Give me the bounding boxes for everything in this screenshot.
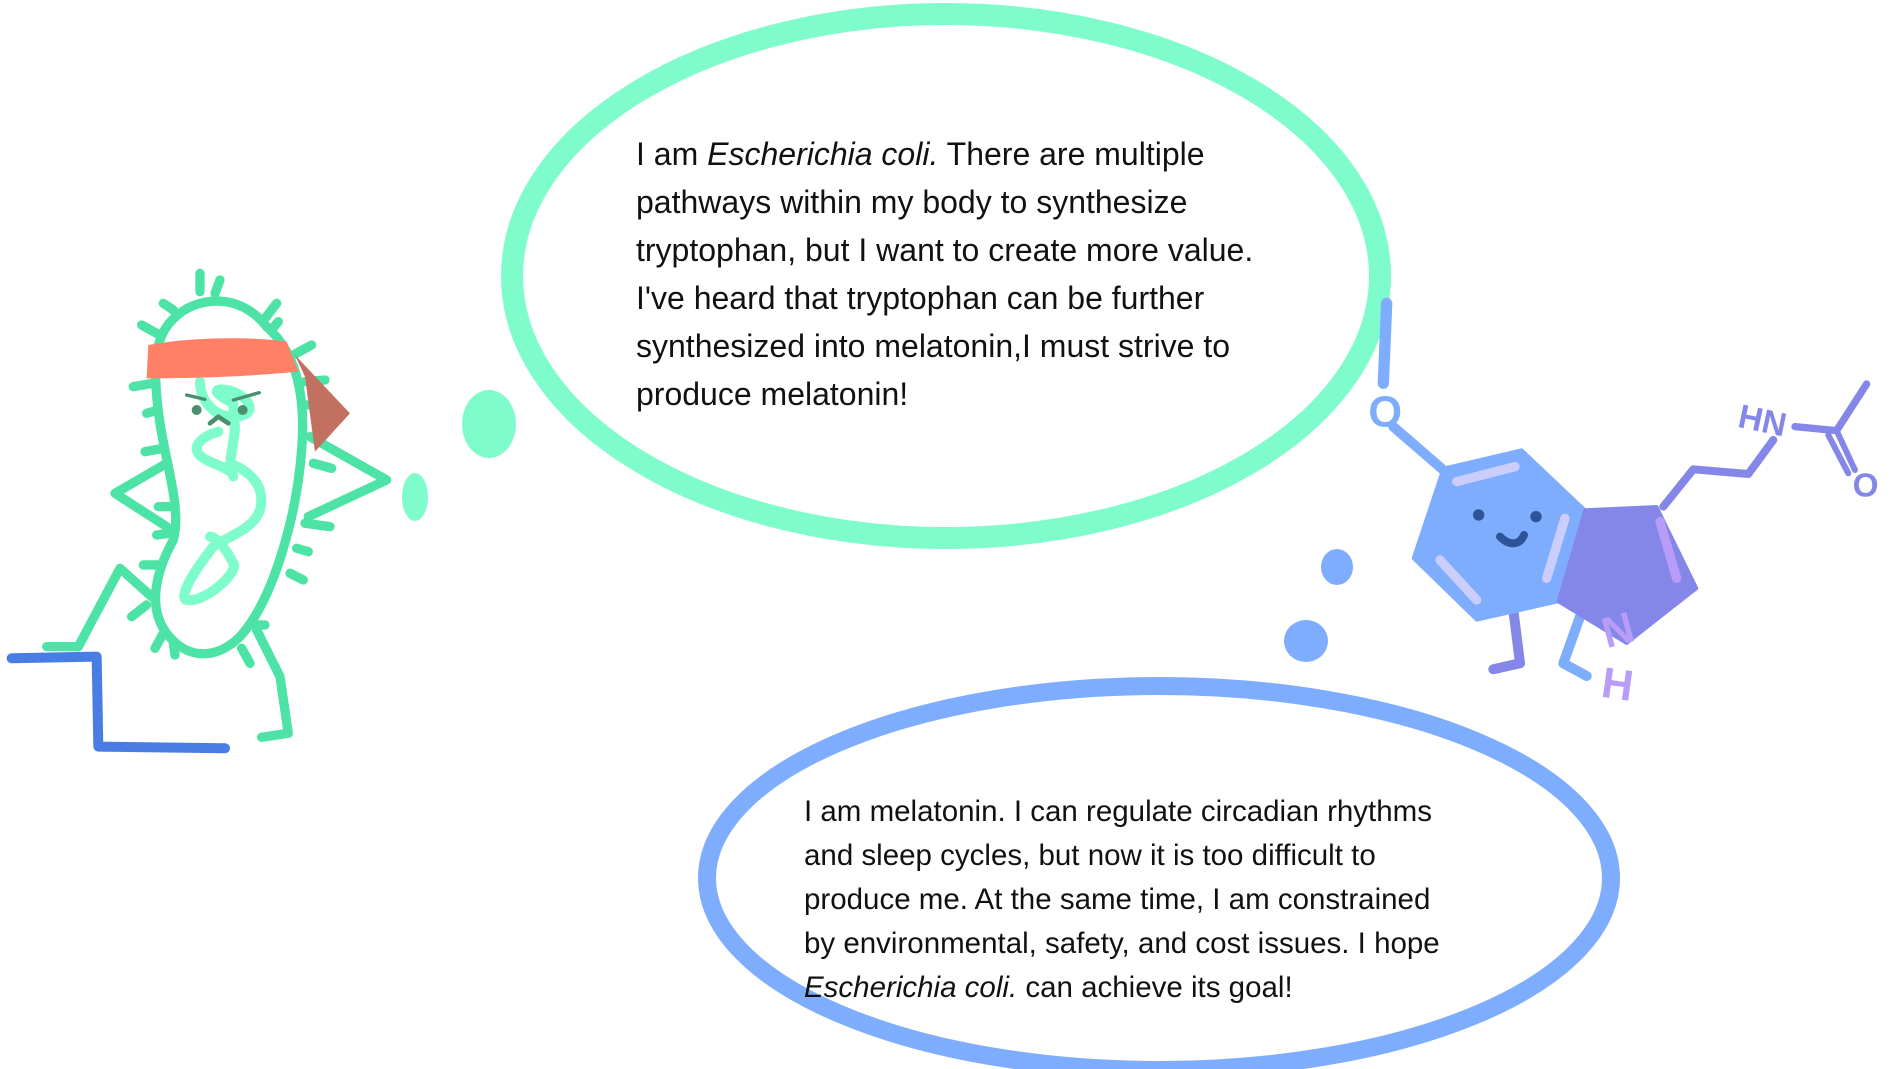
melatonin-speech-text: I am melatonin. I can regulate circadian…	[804, 790, 1440, 1010]
amide-hn-label: HN	[1735, 398, 1790, 444]
carbonyl-o-label: O	[1853, 468, 1879, 505]
melatonin-thought-dot-large	[1284, 620, 1328, 662]
left-arm	[110, 458, 172, 532]
speech-line: I am melatonin. I can regulate circadian…	[804, 795, 1432, 828]
melatonin-thought-bubble	[698, 677, 1620, 1069]
ecoli-thought-dot-large	[462, 390, 516, 458]
ring-h-label: H	[1599, 659, 1637, 711]
left-eyebrow	[184, 393, 207, 401]
ecoli-thought-bubble	[501, 3, 1391, 549]
speech-line: and sleep cycles, but now it is too diff…	[804, 839, 1376, 872]
text: There are multiple	[938, 136, 1205, 172]
ecoli-dna-squiggle	[179, 376, 267, 605]
ecoli-speech-text: I am Escherichia coli. There are multipl…	[636, 130, 1253, 418]
left-eye	[1472, 509, 1485, 521]
smile	[1495, 530, 1528, 548]
left-leg	[41, 563, 157, 652]
species-name: Escherichia coli.	[804, 971, 1018, 1004]
headband	[146, 338, 299, 379]
left-eye	[191, 404, 202, 415]
speech-line: I've heard that tryptophan can be furthe…	[636, 280, 1205, 316]
speech-line: produce me. At the same time, I am const…	[804, 883, 1431, 916]
right-leg	[1558, 611, 1592, 681]
step-icon	[6, 651, 230, 754]
methoxy-o-label: O	[1368, 389, 1402, 437]
speech-line: pathways within my body to synthesize	[636, 184, 1188, 220]
melatonin-thought-dot-small	[1321, 549, 1353, 585]
mouth	[207, 414, 231, 426]
speech-line: synthesized into melatonin,I must strive…	[636, 328, 1231, 364]
speech-line: produce melatonin!	[636, 376, 909, 412]
species-name: Escherichia coli.	[707, 136, 939, 172]
speech-line: tryptophan, but I want to create more va…	[636, 232, 1254, 268]
right-arm	[303, 431, 392, 522]
speech-line: I am Escherichia coli. There are multipl…	[636, 130, 1253, 178]
right-eye	[237, 404, 248, 415]
speech-line: Escherichia coli. can achieve its goal!	[804, 966, 1440, 1010]
right-eyebrow	[231, 390, 261, 402]
ecoli-thought-dot-small	[402, 473, 428, 521]
text: can achieve its goal!	[1017, 971, 1293, 1004]
ethyl-chain	[1659, 435, 1778, 511]
left-leg	[1508, 604, 1525, 669]
headband-tail	[294, 354, 350, 452]
text: I am	[636, 136, 708, 172]
ecoli-character	[6, 268, 392, 754]
right-eye	[1530, 510, 1542, 523]
speech-line: by environmental, safety, and cost issue…	[804, 927, 1440, 960]
melatonin-character: O HN O N H	[1368, 297, 1879, 711]
right-leg	[251, 625, 293, 742]
